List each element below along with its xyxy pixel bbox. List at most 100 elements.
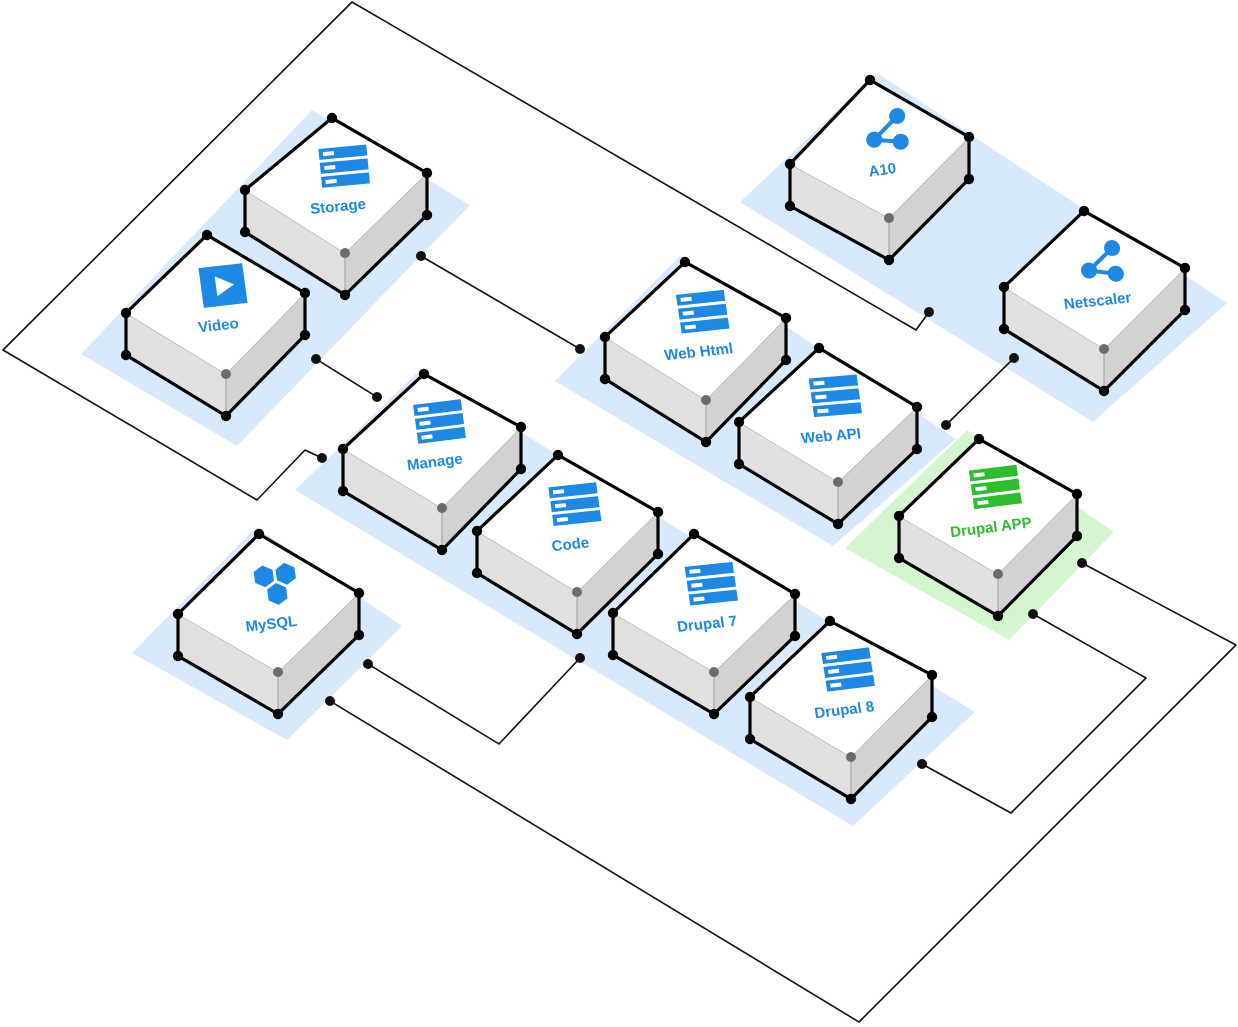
node-side-face (577, 512, 658, 634)
node-label: Code (551, 534, 591, 555)
corner-dot (607, 607, 619, 619)
corner-dot (201, 229, 213, 241)
corner-dot (911, 443, 923, 455)
node-a10[interactable]: A10 (784, 74, 975, 266)
corner-dot (1071, 488, 1083, 500)
corner-dot (421, 167, 433, 179)
connector-dot (575, 653, 585, 663)
corner-dot (679, 256, 691, 268)
server-icon (808, 374, 863, 418)
corner-dot (220, 410, 232, 422)
corner-dot (733, 416, 745, 428)
connection-line (945, 357, 1015, 426)
server-icon (318, 144, 370, 188)
server-icon (548, 482, 602, 526)
node-side-face (442, 427, 521, 550)
corner-dot (733, 458, 745, 470)
connector-dot (317, 453, 327, 463)
connector-dot (372, 392, 382, 402)
connector-dot (1028, 609, 1038, 619)
corner-dot (353, 629, 365, 641)
node-drupal8[interactable]: Drupal 8 (744, 615, 938, 805)
node-side-face (126, 313, 226, 416)
corner-dot (353, 587, 365, 599)
corner-dot (963, 131, 975, 143)
wire-netscaler-webapi (941, 353, 1019, 430)
connector-dot (941, 420, 951, 430)
corner-dot (272, 708, 284, 720)
node-video[interactable]: Video (120, 229, 311, 422)
connection-line (921, 613, 1147, 814)
server-icon (413, 399, 466, 444)
corner-dot (1179, 304, 1191, 316)
corner-dot (571, 628, 583, 640)
corner-dot (780, 354, 792, 366)
node-side-face (343, 449, 442, 550)
node-drupalapp[interactable]: Drupal APP (893, 433, 1083, 622)
corner-dot (824, 615, 836, 627)
node-top-face (178, 534, 359, 672)
corner-dot (688, 528, 700, 540)
corner-dot (1071, 530, 1083, 542)
corner-dot (998, 281, 1010, 293)
corner-dot (436, 544, 448, 556)
corner-dot (471, 567, 483, 579)
corner-dot (973, 433, 985, 445)
corner-dot (926, 669, 938, 681)
node-side-face (477, 531, 577, 634)
corner-dot (784, 200, 796, 212)
corner-dot (339, 289, 351, 301)
corner-dot (515, 421, 527, 433)
node-code[interactable]: Code (471, 449, 664, 640)
wire-drupalapp-drupal8 (917, 609, 1147, 814)
connector-dot (917, 759, 927, 769)
corner-dot (299, 329, 311, 341)
node-mysql[interactable]: MySQL (172, 528, 365, 720)
corner-dot (1099, 344, 1109, 354)
connection-line (420, 255, 581, 350)
corner-dot (652, 506, 664, 518)
corner-dot (273, 667, 283, 677)
corner-dot (120, 307, 132, 319)
corner-dot (998, 323, 1010, 335)
node-side-face (739, 422, 838, 524)
wire-mysql-drupalapp (325, 558, 1237, 1023)
corner-dot (893, 510, 905, 522)
node-netscaler[interactable]: Netscaler (998, 205, 1191, 397)
corner-dot (789, 588, 801, 600)
corner-dot (172, 608, 184, 620)
node-webapi[interactable]: Web API (733, 342, 923, 530)
connection-line (329, 562, 1237, 1023)
node-label: Netscaler (1063, 289, 1133, 313)
corner-dot (1098, 385, 1110, 397)
node-side-face (245, 190, 345, 295)
wire-storage-webhtml (416, 251, 585, 354)
corner-dot (845, 793, 857, 805)
corner-dot (552, 449, 564, 461)
node-label: Storage (309, 196, 366, 218)
corner-dot (421, 209, 433, 221)
corner-dot (599, 331, 611, 343)
corner-dot (340, 248, 350, 258)
node-side-face (889, 137, 969, 260)
connector-dot (311, 354, 321, 364)
node-drupal7[interactable]: Drupal 7 (607, 528, 801, 720)
node-storage[interactable]: Storage (239, 112, 433, 301)
connector-dot (1077, 558, 1087, 568)
node-label: Web API (800, 425, 862, 447)
corner-dot (789, 630, 801, 642)
node-webhtml[interactable]: Web Html (599, 256, 792, 448)
node-side-face (714, 594, 795, 714)
corner-dot (418, 368, 430, 380)
corner-dot (813, 342, 825, 354)
corner-dot (744, 691, 756, 703)
corner-dot (883, 254, 895, 266)
node-manage[interactable]: Manage (337, 368, 527, 556)
node-side-face (278, 593, 359, 714)
corner-dot (911, 401, 923, 413)
corner-dot (299, 287, 311, 299)
node-label: A10 (868, 160, 898, 181)
corner-dot (599, 373, 611, 385)
